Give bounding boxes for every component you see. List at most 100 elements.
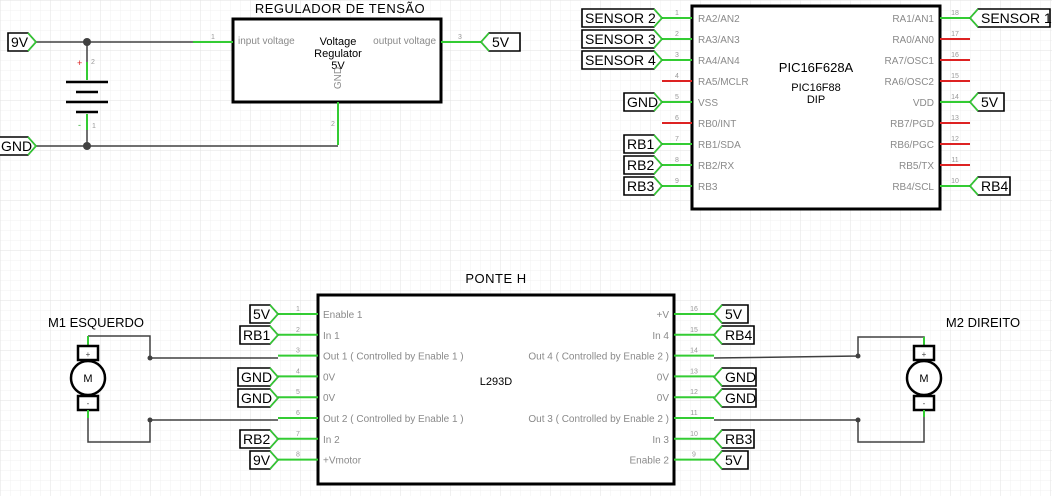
- pin-label: RB7/PGD: [890, 119, 934, 130]
- pin-label: RA7/OSC1: [885, 56, 935, 67]
- pin-label: RB4/SCL: [892, 182, 934, 193]
- battery-plus-number: 2: [91, 59, 95, 66]
- net-label-arrow: [479, 32, 490, 52]
- motor-m1[interactable]: M1 ESQUERDO + M -: [48, 315, 144, 418]
- pin-number: 10: [951, 178, 959, 185]
- net-label-text: GND: [627, 94, 658, 110]
- pin-number: 16: [690, 306, 698, 313]
- regulator-pin-gnd-label: GND: [333, 67, 344, 89]
- pic-body[interactable]: [690, 4, 942, 211]
- pin-number: 7: [296, 431, 300, 438]
- pin-number: 3: [296, 348, 300, 355]
- regulator-pin-out-number: 3: [458, 34, 462, 41]
- pin-label: +V: [656, 310, 669, 321]
- net-label-text: GND: [241, 390, 272, 406]
- pin-label: RB3: [698, 182, 718, 193]
- net-label-text: RB2: [627, 157, 654, 173]
- pin-number: 7: [675, 136, 679, 143]
- net-label-pic_sensor4: SENSOR 4: [581, 50, 664, 70]
- net-label-arrow: [269, 325, 280, 345]
- pin-label: VDD: [913, 98, 934, 109]
- pin-number: 8: [296, 452, 300, 459]
- battery-minus-number: 1: [92, 123, 96, 130]
- motor-m1-minus-sign: -: [87, 399, 90, 408]
- hbridge-chip-name: L293D: [480, 376, 512, 388]
- net-label-text: GND: [241, 369, 272, 385]
- net-label-text: 9V: [253, 452, 271, 468]
- junction-dot: [83, 38, 91, 46]
- net-label-reg_5v: 5V: [479, 32, 521, 52]
- junction-dot: [855, 353, 861, 359]
- net-label-arrow: [653, 92, 664, 112]
- net-label-pic_sensor1: SENSOR 1: [968, 8, 1052, 28]
- net-label-text: SENSOR 2: [585, 10, 656, 26]
- net-label-arrow: [712, 304, 723, 324]
- regulator-pin-out-label: output voltage: [373, 36, 436, 47]
- junction-dot: [147, 417, 153, 423]
- net-label-arrow: [712, 325, 723, 345]
- net-label-pic_rb3: RB3: [623, 176, 664, 196]
- motor-m2[interactable]: M2 DIREITO + M -: [905, 315, 1020, 417]
- hbridge-body[interactable]: [316, 293, 676, 486]
- regulator-label-1: Voltage: [320, 36, 357, 48]
- net-label-pic_sensor2: SENSOR 2: [581, 8, 664, 28]
- net-label-text: SENSOR 4: [585, 52, 656, 68]
- pin-label: VSS: [698, 98, 718, 109]
- pin-label: 0V: [323, 393, 336, 404]
- hbridge-title: PONTE H: [465, 271, 526, 286]
- pin-number: 14: [951, 94, 959, 101]
- motor-m1-title: M1 ESQUERDO: [48, 315, 144, 330]
- net-label-text: RB2: [243, 431, 270, 447]
- net-label-arrow: [968, 92, 979, 112]
- pin-label: RB0/INT: [698, 119, 736, 130]
- pin-number: 9: [675, 178, 679, 185]
- net-label-hb_gnd_l2: GND: [237, 388, 280, 408]
- pin-number: 1: [296, 306, 300, 313]
- pin-label: Enable 2: [630, 456, 670, 467]
- net-label-hb_gnd_r2: GND: [712, 388, 757, 408]
- pin-label: Enable 1: [323, 310, 363, 321]
- net-label-pic_sensor3: SENSOR 3: [581, 29, 664, 49]
- net-label-hb_5v_l: 5V: [249, 304, 280, 324]
- regulator-body[interactable]: [231, 17, 443, 104]
- net-label-text: SENSOR 3: [585, 31, 656, 47]
- junction-dot: [147, 355, 153, 361]
- net-label-text: 5V: [253, 306, 271, 322]
- pin-label: 0V: [657, 393, 670, 404]
- net-label-text: GND: [1, 138, 32, 154]
- wire-m1-plus: [88, 335, 278, 359]
- pin-label: RA5/MCLR: [698, 77, 749, 88]
- pic-section: PIC16F628A PIC16F88 DIP 1RA2/AN22RA3/AN3…: [662, 4, 970, 211]
- regulator-label-3: 5V: [331, 60, 345, 72]
- motor-m2-minus-sign: -: [923, 399, 926, 408]
- motor-m2-title: M2 DIREITO: [946, 315, 1020, 330]
- net-label-text: RB4: [725, 327, 752, 343]
- regulator-label-2: Regulator: [314, 48, 362, 60]
- net-label-hb_rb2: RB2: [239, 429, 280, 449]
- pin-label: In 3: [652, 435, 669, 446]
- net-label-arrow: [712, 367, 723, 387]
- net-label-reg_gnd: GND: [0, 136, 38, 156]
- net-label-hb_5v_r1: 5V: [712, 304, 749, 324]
- wire-m2-minus: [714, 417, 925, 443]
- net-label-arrow: [269, 367, 280, 387]
- net-label-arrow: [712, 450, 723, 470]
- pin-label: RA6/OSC2: [885, 77, 935, 88]
- pin-number: 13: [690, 368, 698, 375]
- wire-m1-minus: [87, 415, 278, 443]
- net-label-arrow: [653, 50, 664, 70]
- net-label-hb_rb3: RB3: [712, 429, 755, 449]
- net-label-text: RB3: [627, 178, 654, 194]
- pin-label: RB2/RX: [698, 161, 734, 172]
- net-label-arrow: [653, 155, 664, 175]
- junction-dot: [855, 417, 861, 423]
- net-label-text: 5V: [492, 34, 510, 50]
- pin-label: +Vmotor: [323, 456, 362, 467]
- pin-number: 6: [296, 410, 300, 417]
- pin-label: In 2: [323, 435, 340, 446]
- net-label-arrow: [712, 388, 723, 408]
- net-label-hb_5v_r2: 5V: [712, 450, 749, 470]
